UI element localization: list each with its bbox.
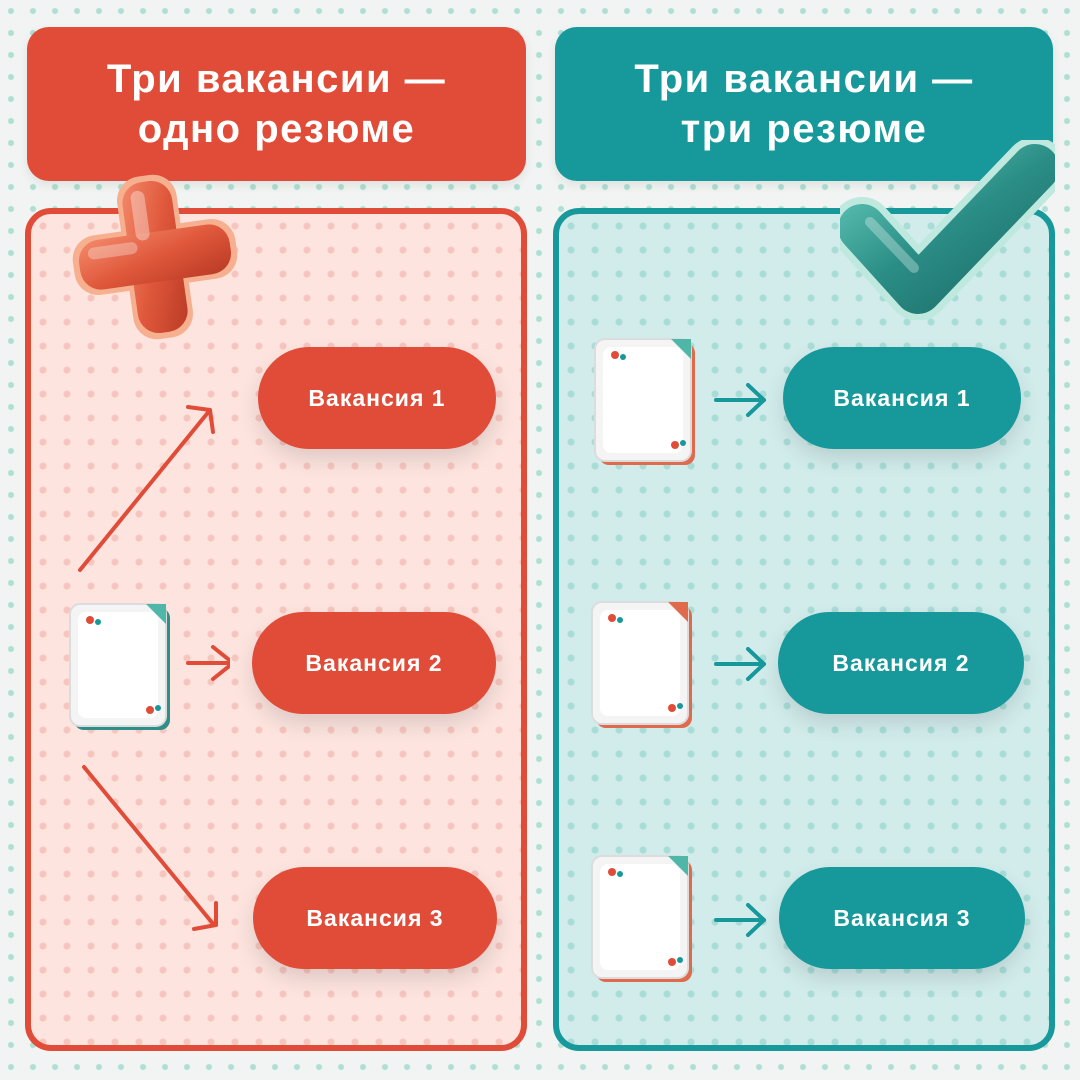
vacancy-label: Вакансия 3: [306, 904, 444, 931]
vacancy-pill-2: Вакансия 2: [252, 612, 496, 714]
vacancy-pill-1: Вакансия 1: [258, 347, 496, 449]
vacancy-pill-1: Вакансия 1: [783, 347, 1021, 449]
check-icon: [840, 140, 1055, 320]
vacancy-label: Вакансия 1: [308, 384, 446, 411]
vacancy-pill-3: Вакансия 3: [253, 867, 497, 969]
title-one-resume: Три вакансии — одно резюме: [106, 57, 447, 151]
vacancy-label: Вакансия 2: [832, 649, 970, 676]
vacancy-label: Вакансия 2: [305, 649, 443, 676]
resume-document-icon: [69, 603, 170, 730]
arrows-left: [78, 405, 230, 931]
title-card-one-resume: Три вакансии — одно резюме: [27, 27, 526, 181]
arrows-right: [714, 383, 766, 937]
resume-document-icon: [591, 601, 692, 728]
vacancy-pill-2: Вакансия 2: [778, 612, 1024, 714]
resume-document-icon: [594, 338, 695, 465]
vacancy-label: Вакансия 1: [833, 384, 971, 411]
resume-document-icon: [591, 855, 692, 982]
cross-icon: [72, 174, 238, 340]
title-three-resumes: Три вакансии — три резюме: [634, 57, 974, 151]
title-card-three-resumes: Три вакансии — три резюме: [555, 27, 1053, 181]
vacancy-pill-3: Вакансия 3: [779, 867, 1025, 969]
vacancy-label: Вакансия 3: [833, 904, 971, 931]
